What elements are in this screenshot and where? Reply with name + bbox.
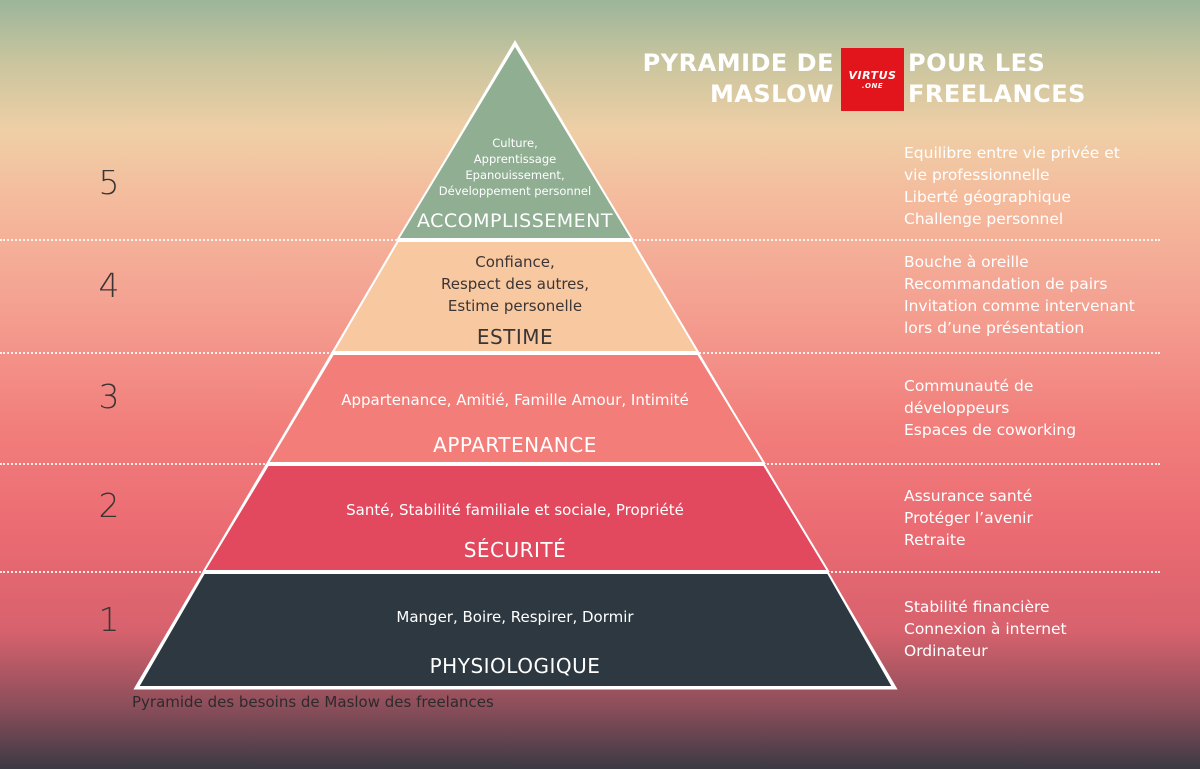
tier-5-detail: Développement personnel [438,184,592,198]
title-line2-right: FREELANCES [908,80,1086,108]
tier-appartenance [266,353,766,464]
side-item: Recommandation de pairs [904,275,1108,293]
tier-accomplissement [396,43,634,240]
side-item: Stabilité financière [904,598,1050,616]
tier-1-name: PHYSIOLOGIQUE [429,654,601,678]
side-item: développeurs [904,399,1010,417]
side-item: Retraite [904,531,966,549]
tier-4-details: Confiance, Respect des autres, Estime pe… [400,251,630,317]
side-list-4: Bouche à oreille Recommandation de pairs… [904,251,1184,339]
side-item: Espaces de coworking [904,421,1077,439]
tier-3-detail: Appartenance, Amitié, Famille Amour, Int… [341,391,689,409]
title-line1-left: PYRAMIDE DE [642,49,834,77]
side-list-1: Stabilité financière Connexion à interne… [904,596,1184,662]
side-item: Communauté de [904,377,1034,395]
tier-2-name: SÉCURITÉ [463,538,567,562]
tier-4-name: ESTIME [476,325,554,349]
side-item: Ordinateur [904,642,988,660]
tier-estime [331,240,700,353]
level-number-2: 2 [98,486,120,525]
tier-5-name: ACCOMPLISSEMENT [416,210,614,232]
side-item: Challenge personnel [904,210,1064,228]
tier-5-detail: Apprentissage [473,152,557,166]
level-number-4: 4 [98,266,120,305]
title-line2-left: MASLOW [709,80,834,108]
side-list-2: Assurance santé Protéger l’avenir Retrai… [904,485,1184,551]
level-number-5: 5 [98,163,120,202]
side-item: vie professionnelle [904,166,1050,184]
tier-5-details: Culture, Apprentissage Epanouissement, D… [415,135,615,199]
side-item: Equilibre entre vie privée et [904,144,1120,162]
tier-4-detail: Confiance, [475,253,555,271]
tier-1-detail: Manger, Boire, Respirer, Dormir [396,608,634,626]
tier-4-detail: Estime personelle [447,297,583,315]
side-item: lors d’une présentation [904,319,1085,337]
tier-1-details: Manger, Boire, Respirer, Dormir [300,606,730,628]
tier-5-detail: Epanouissement, [465,168,565,182]
tier-4-detail: Respect des autres, [440,275,589,293]
tier-2-detail: Santé, Stabilité familiale et sociale, P… [346,501,684,519]
tier-physiologique [136,572,895,688]
side-item: Liberté géographique [904,188,1071,206]
tier-3-name: APPARTENANCE [433,433,597,457]
side-list-3: Communauté de développeurs Espaces de co… [904,375,1184,441]
title-right: POUR LES FREELANCES [908,48,1086,110]
pyramid-title: PYRAMIDE DE MASLOW VIRTUS .ONE POUR LES … [640,48,1100,118]
tier-securite [202,464,830,572]
logo-text: VIRTUS [848,68,897,82]
pyramid-caption: Pyramide des besoins de Maslow des freel… [132,693,494,711]
tier-5-detail: Culture, [492,136,538,150]
tier-3-details: Appartenance, Amitié, Famille Amour, Int… [300,389,730,411]
tier-2-details: Santé, Stabilité familiale et sociale, P… [280,499,750,521]
side-list-5: Equilibre entre vie privée et vie profes… [904,142,1184,230]
title-line1-right: POUR LES [908,49,1046,77]
level-number-1: 1 [98,600,120,639]
title-left: PYRAMIDE DE MASLOW [643,48,834,110]
side-item: Assurance santé [904,487,1033,505]
virtus-logo: VIRTUS .ONE [841,48,904,111]
side-item: Protéger l’avenir [904,509,1033,527]
side-item: Invitation comme intervenant [904,297,1135,315]
side-item: Bouche à oreille [904,253,1029,271]
logo-subtext: .ONE [861,81,884,90]
level-number-3: 3 [98,377,120,416]
side-item: Connexion à internet [904,620,1067,638]
